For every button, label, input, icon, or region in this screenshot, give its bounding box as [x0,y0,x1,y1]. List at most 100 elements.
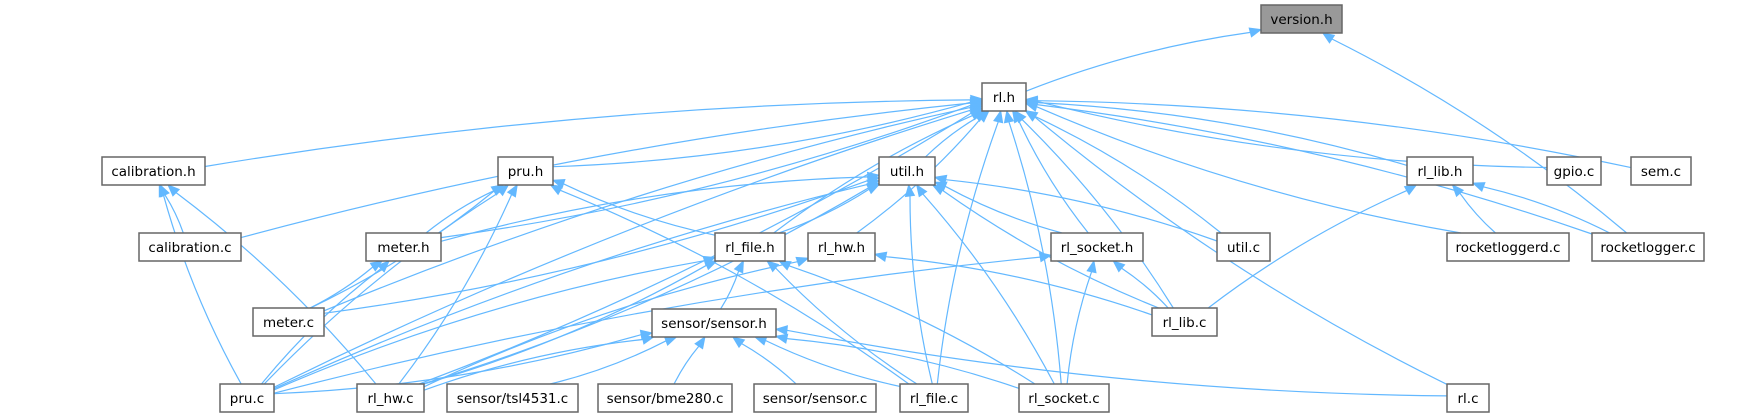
edge-line [786,338,1020,389]
edge-line [786,329,1448,397]
node-label: util.h [890,164,924,180]
node-rocketloggerd-c[interactable]: rocketloggerd.c [1446,232,1570,262]
node-label: sensor/sensor.c [763,391,868,407]
node-version-h[interactable]: version.h [1260,4,1343,34]
edge-line [936,121,999,385]
node-pru-h[interactable]: pru.h [497,156,554,186]
node-meter-c[interactable]: meter.c [252,307,325,337]
node-box[interactable] [1591,232,1705,262]
node-rl-hw-c[interactable]: rl_hw.c [356,383,425,413]
edge-rl_c-to-rl_h [1024,110,1448,385]
node-rl-hw-h[interactable]: rl_hw.h [807,232,876,262]
node-box[interactable] [138,232,242,262]
edge-line [1036,102,1408,166]
edge-line [765,339,901,387]
edge-rl_lib_c-to-rl_hw_h [873,251,1153,316]
node-label: rl_lib.h [1418,164,1463,180]
edges-layer [158,27,1632,397]
node-rocketlogger-c[interactable]: rocketlogger.c [1591,232,1705,262]
node-sensor-c[interactable]: sensor/sensor.c [753,383,877,413]
edge-line [425,190,494,234]
edge-rocketloggerd_c-to-rl_h [1024,101,1462,234]
node-rl-lib-c[interactable]: rl_lib.c [1151,307,1218,337]
node-pru-c[interactable]: pru.c [219,383,275,413]
node-box[interactable] [1546,156,1602,186]
node-box[interactable] [1018,383,1110,413]
edge-line [273,260,705,391]
node-box[interactable] [1406,156,1474,186]
node-label: version.h [1270,12,1332,28]
arrowhead-icon [1038,252,1053,263]
edge-rl_h-to-version_h [1025,27,1263,92]
node-label: sensor/tsl4531.c [457,391,568,407]
node-box[interactable] [1151,307,1218,337]
edge-line [309,266,374,309]
node-box[interactable] [356,383,425,413]
node-bme280-c[interactable]: sensor/bme280.c [597,383,733,413]
node-box[interactable] [1446,232,1570,262]
node-box[interactable] [651,308,777,338]
node-box[interactable] [899,383,969,413]
node-tsl4531-c[interactable]: sensor/tsl4531.c [446,383,579,413]
node-label: rl_file.c [910,391,958,407]
node-box[interactable] [878,156,936,186]
node-rl-file-h[interactable]: rl_file.h [714,232,786,262]
node-gpio-c[interactable]: gpio.c [1546,156,1602,186]
edge-line [398,194,513,385]
node-meter-h[interactable]: meter.h [365,232,442,262]
edge-line [945,179,1218,242]
node-sem-c[interactable]: sem.c [1630,156,1692,186]
arrowhead-icon [866,182,881,193]
arrowhead-icon [167,184,181,197]
edge-meter_c-to-rl_h [323,102,984,312]
node-rl-c[interactable]: rl.c [1446,383,1490,413]
node-rl-socket-h[interactable]: rl_socket.h [1050,232,1144,262]
arrowhead-icon [1112,260,1126,273]
edge-line [273,334,642,395]
edge-rl_socket_c-to-rl_h [1003,109,1062,385]
node-rl-h[interactable]: rl.h [981,82,1027,112]
node-box[interactable] [219,383,275,413]
node-box[interactable] [252,307,325,337]
node-box[interactable] [1260,4,1343,34]
node-rl-socket-c[interactable]: rl_socket.c [1018,383,1110,413]
node-sensor-h[interactable]: sensor/sensor.h [651,308,777,338]
node-box[interactable] [1216,232,1271,262]
edge-rl_lib_c-to-rl_socket_h [1112,260,1169,309]
edge-pru_c-to-calibration_h [158,183,242,385]
arrowhead-icon [496,184,510,197]
arrowhead-icon [549,184,564,196]
node-label: util.c [1227,240,1260,256]
edge-pru_c-to-util_h [273,179,881,390]
node-box[interactable] [1446,383,1490,413]
node-calibration-h[interactable]: calibration.h [101,156,206,186]
node-label: gpio.c [1554,164,1595,180]
node-box[interactable] [1630,156,1692,186]
edge-pru_c-to-rl_file_h [273,255,717,391]
edge-line [423,261,798,388]
node-util-h[interactable]: util.h [878,156,936,186]
edge-line [440,104,972,239]
node-box[interactable] [1050,232,1144,262]
node-box[interactable] [497,156,554,186]
edge-rl_file_c-to-sensor_h [753,335,901,387]
node-label: sensor/bme280.c [607,391,724,407]
edge-line [273,109,972,388]
node-box[interactable] [714,232,786,262]
edge-line [440,176,869,242]
node-box[interactable] [597,383,733,413]
node-rl-file-c[interactable]: rl_file.c [899,383,969,413]
node-box[interactable] [101,156,206,186]
node-box[interactable] [981,82,1027,112]
edge-line [563,183,716,236]
edge-rocketlogger_c-to-version_h [1321,32,1628,234]
node-box[interactable] [365,232,442,262]
node-util-c[interactable]: util.c [1216,232,1271,262]
node-calibration-c[interactable]: calibration.c [138,232,242,262]
node-rl-lib-h[interactable]: rl_lib.h [1406,156,1474,186]
node-box[interactable] [753,383,877,413]
node-box[interactable] [807,232,876,262]
edge-rl_file_h-to-util_h [778,184,881,234]
node-box[interactable] [446,383,579,413]
edge-line [1483,186,1610,234]
